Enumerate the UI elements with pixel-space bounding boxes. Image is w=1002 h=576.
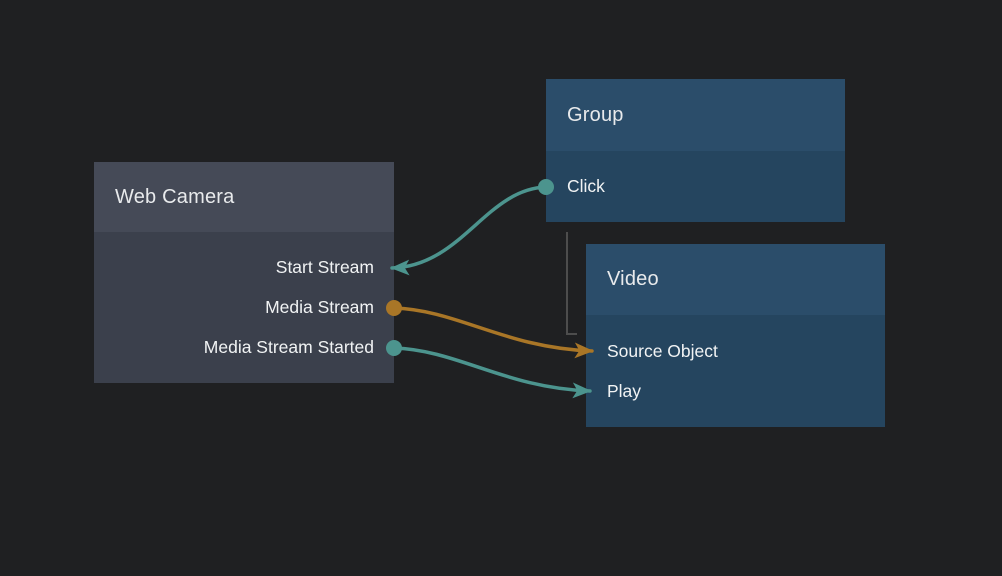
port-play[interactable]: Play — [586, 371, 885, 411]
wire-media-stream-to-source-object[interactable] — [392, 306, 594, 359]
port-media-stream-started-label: Media Stream Started — [203, 337, 374, 357]
node-group-body: Click — [546, 151, 845, 222]
node-web-camera-title: Web Camera — [115, 185, 235, 208]
port-click-label: Click — [567, 176, 605, 196]
node-web-camera-header[interactable]: Web Camera — [94, 162, 394, 232]
port-start-stream[interactable]: Start Stream — [94, 248, 394, 288]
node-group[interactable]: Group Click — [546, 79, 845, 222]
wire-group-to-video[interactable] — [566, 232, 577, 335]
port-media-stream-started[interactable]: Media Stream Started — [94, 328, 394, 368]
port-source-object-label: Source Object — [607, 340, 718, 361]
node-web-camera[interactable]: Web Camera Start Stream Media Stream Med… — [94, 162, 394, 383]
node-group-title: Group — [567, 103, 624, 126]
wire-click-to-start-stream[interactable] — [390, 185, 548, 276]
port-start-stream-label: Start Stream — [275, 257, 374, 277]
port-play-label: Play — [607, 380, 642, 401]
port-click[interactable]: Click — [546, 167, 845, 207]
port-media-stream-label: Media Stream — [265, 297, 374, 317]
port-source-object[interactable]: Source Object — [586, 331, 885, 371]
node-group-header[interactable]: Group — [546, 79, 845, 151]
node-video[interactable]: Video Source Object Play — [586, 244, 885, 427]
port-media-stream[interactable]: Media Stream — [94, 288, 394, 328]
node-video-header[interactable]: Video — [586, 244, 885, 315]
node-video-body: Source Object Play — [586, 315, 885, 427]
node-video-title: Video — [607, 268, 659, 290]
wire-media-stream-started-to-play[interactable] — [392, 346, 592, 399]
node-web-camera-body: Start Stream Media Stream Media Stream S… — [94, 232, 394, 383]
